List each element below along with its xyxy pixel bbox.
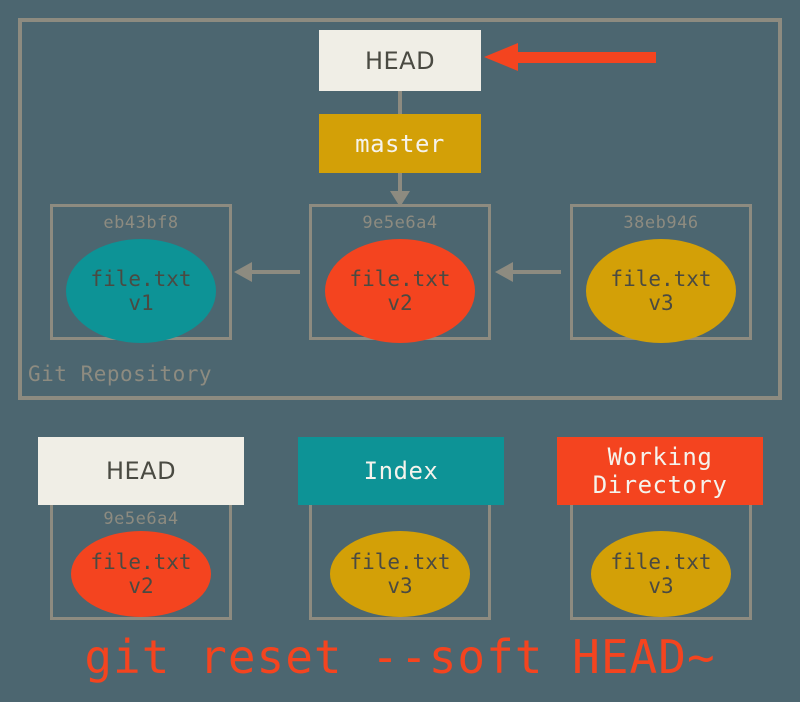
tree-header-label-line1: Working — [607, 442, 713, 471]
head-pointer-arrowhead-icon — [484, 43, 518, 71]
repo-head-box[interactable]: HEAD — [319, 30, 481, 91]
blob-filename: file.txt — [90, 266, 192, 291]
tree-header-label-line2: Directory — [592, 471, 728, 499]
commit-box-eb43bf8[interactable]: eb43bf8 file.txt v1 — [50, 204, 232, 343]
commit-blob: file.txt v2 — [325, 239, 475, 343]
tree-header-index[interactable]: Index — [298, 437, 504, 505]
blob-filename: file.txt — [349, 549, 451, 574]
blob-filename: file.txt — [610, 549, 712, 574]
tree-body-index: file.txt v3 — [309, 505, 491, 620]
blob-filename: file.txt — [90, 549, 192, 574]
commit-blob: file.txt v1 — [66, 239, 216, 343]
connector-master-to-commit — [398, 173, 402, 195]
tree-blob: file.txt v2 — [71, 531, 211, 617]
git-repository-frame — [18, 18, 782, 400]
tree-body-working-directory: file.txt v3 — [570, 505, 752, 620]
commit-hash-label: eb43bf8 — [103, 213, 179, 233]
tree-header-label: Working Directory — [593, 443, 728, 500]
commit-box-38eb946[interactable]: 38eb946 file.txt v3 — [570, 204, 752, 343]
commit-hash-label: 9e5e6a4 — [362, 213, 438, 233]
tree-blob: file.txt v3 — [591, 531, 731, 617]
blob-version: v3 — [648, 291, 674, 315]
tree-header-label: HEAD — [105, 456, 177, 485]
blob-filename: file.txt — [610, 266, 712, 291]
repo-branch-master-box[interactable]: master — [319, 114, 481, 173]
commit-hash-label: 38eb946 — [623, 213, 699, 233]
git-repository-label: Git Repository — [28, 362, 213, 386]
head-pointer-arrow-shaft — [516, 52, 656, 63]
repo-branch-master-label: master — [355, 129, 445, 158]
blob-version: v2 — [128, 574, 154, 598]
tree-blob: file.txt v3 — [330, 531, 470, 617]
commit-parent-arrowhead-icon — [234, 262, 252, 282]
commit-box-9e5e6a4[interactable]: 9e5e6a4 file.txt v2 — [309, 204, 491, 343]
blob-version: v2 — [387, 291, 413, 315]
command-caption: git reset --soft HEAD~ — [84, 630, 716, 684]
commit-blob: file.txt v3 — [586, 239, 736, 343]
blob-filename: file.txt — [349, 266, 451, 291]
commit-parent-arrowhead-icon — [495, 262, 513, 282]
tree-header-label: Index — [363, 456, 439, 485]
commit-parent-arrow-shaft — [242, 270, 300, 274]
connector-master-arrowhead-icon — [390, 191, 410, 207]
tree-body-head: 9e5e6a4 file.txt v2 — [50, 505, 232, 620]
blob-version: v1 — [128, 291, 154, 315]
blob-version: v3 — [387, 574, 413, 598]
tree-header-head[interactable]: HEAD — [38, 437, 244, 505]
connector-head-to-master — [398, 91, 402, 115]
tree-header-working-directory[interactable]: Working Directory — [557, 437, 763, 505]
blob-version: v3 — [648, 574, 674, 598]
tree-hash-label: 9e5e6a4 — [103, 509, 179, 529]
repo-head-label: HEAD — [364, 46, 436, 75]
commit-parent-arrow-shaft — [503, 270, 561, 274]
